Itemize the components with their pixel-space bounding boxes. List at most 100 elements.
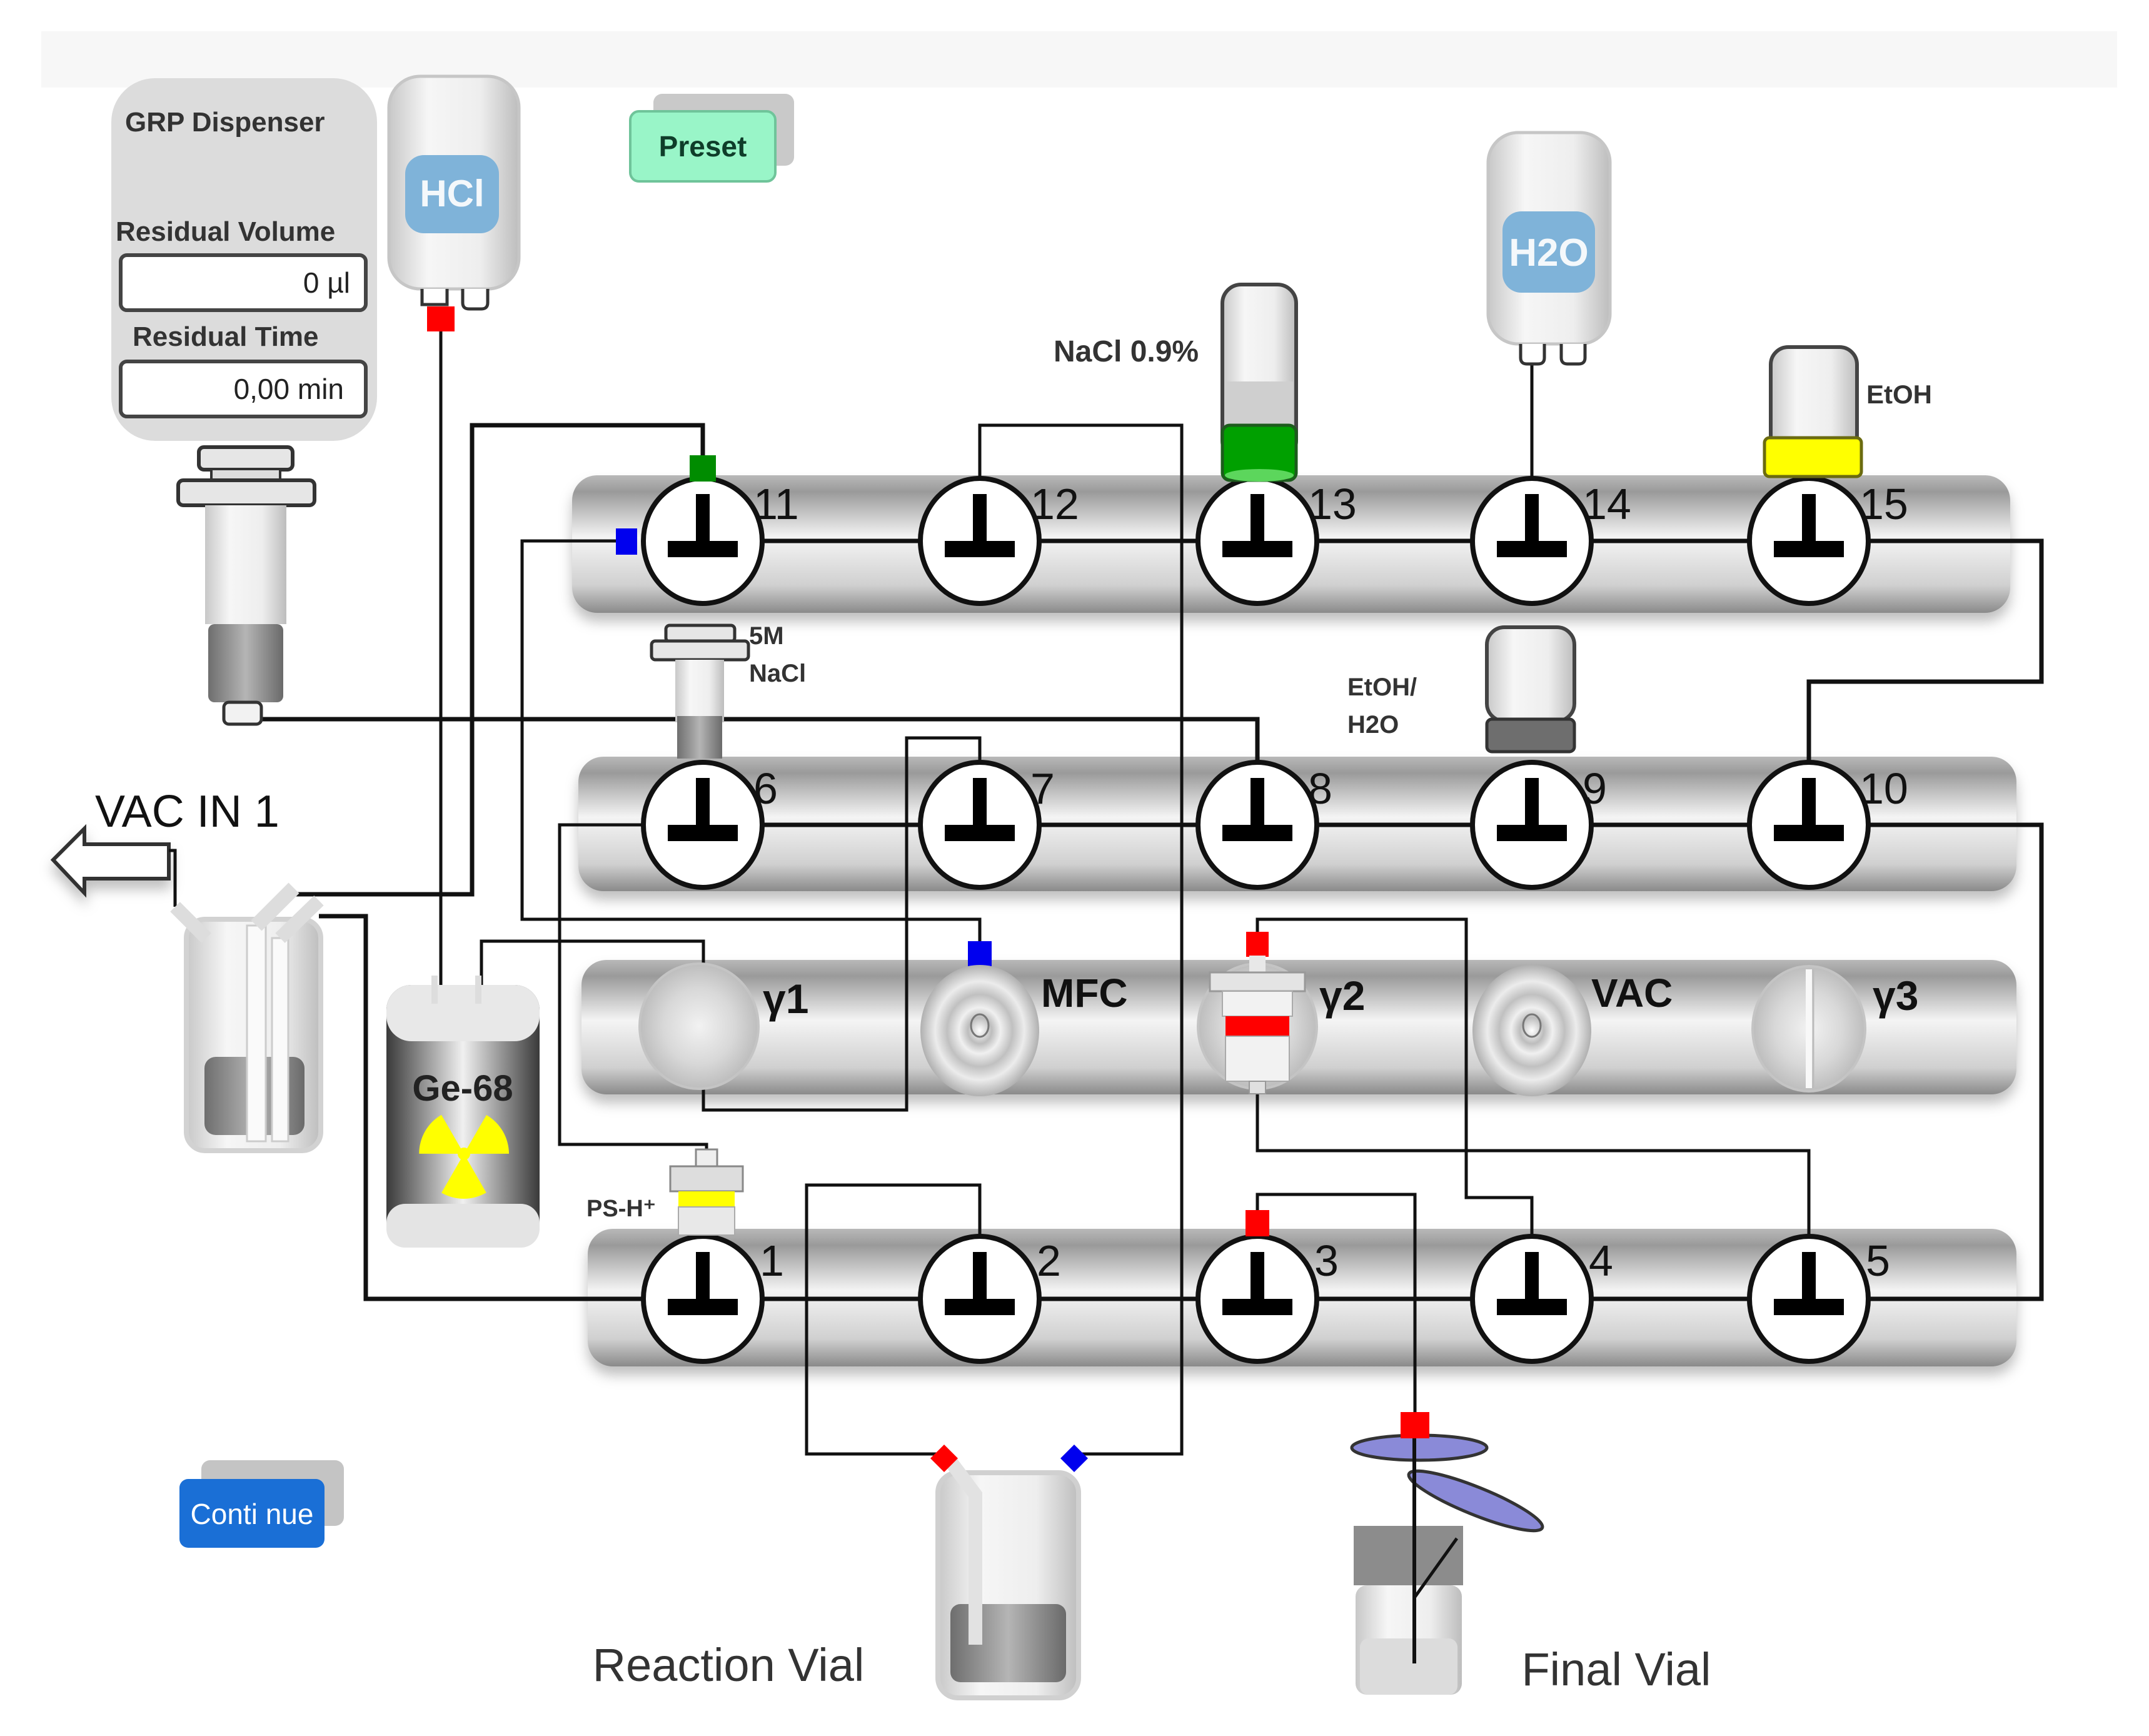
nacl-09-label: NaCl 0.9% <box>1054 335 1199 368</box>
etoh-label: EtOH <box>1866 380 1932 409</box>
valve-13[interactable] <box>1195 476 1319 606</box>
valve-number-15: 15 <box>1860 480 1908 528</box>
valve-t-bar-icon <box>1222 1299 1292 1315</box>
gamma-detector-3: γ3 <box>1751 965 1918 1093</box>
continue-button-label: Conti nue <box>191 1498 314 1530</box>
hcl-label: HCl <box>420 173 484 214</box>
valve-4[interactable] <box>1470 1234 1594 1364</box>
valve-5[interactable] <box>1747 1234 1871 1364</box>
valve-15[interactable] <box>1747 476 1871 606</box>
valve-number-8: 8 <box>1308 764 1332 813</box>
valve-1[interactable] <box>641 1234 765 1364</box>
valve-t-stem-icon <box>696 778 710 828</box>
valve-t-bar-icon <box>1222 825 1292 841</box>
valve-t-stem-icon <box>1525 778 1539 828</box>
valve-t-stem-icon <box>973 1252 987 1302</box>
valve-t-bar-icon <box>1222 541 1292 557</box>
connector-red-hcl <box>427 306 455 331</box>
valve-t-bar-icon <box>945 1299 1015 1315</box>
valve-t-stem-icon <box>1525 494 1539 544</box>
valve-10[interactable] <box>1747 760 1871 890</box>
vac-in-label: VAC IN 1 <box>95 787 279 837</box>
valve-t-bar-icon <box>945 825 1015 841</box>
valve-7[interactable] <box>918 760 1042 890</box>
residual-volume-label: Residual Volume <box>116 216 335 247</box>
mfc-label: MFC <box>1041 971 1128 1016</box>
nacl-5m-syringe-icon: 5M NaCl <box>650 622 806 759</box>
dispenser-syringe-icon <box>176 445 316 726</box>
valve-9[interactable] <box>1470 760 1594 890</box>
valve-3[interactable] <box>1195 1234 1319 1364</box>
h2o-label: H2O <box>1509 231 1588 275</box>
ps-h-label: PS-H⁺ <box>586 1196 656 1222</box>
valve-t-stem-icon <box>973 778 987 828</box>
connector-blue-mfc <box>968 941 992 967</box>
gamma2-label: γ2 <box>1319 972 1365 1019</box>
valve-t-stem-icon <box>1251 494 1264 544</box>
h2o-bottle-icon: H2O <box>1486 131 1612 366</box>
vac-in-arrow-icon[interactable]: VAC IN 1 <box>50 787 279 907</box>
valve-t-bar-icon <box>1497 541 1567 557</box>
valve-t-stem-icon <box>1251 778 1264 828</box>
valve-number-2: 2 <box>1037 1236 1061 1285</box>
valve-t-bar-icon <box>668 1299 738 1315</box>
etoh-h2o-vial-icon: EtOH/ H2O <box>1347 625 1576 754</box>
valve-numbers: 11 12 13 14 15 6 7 8 9 10 1 2 3 4 5 <box>753 480 1908 1285</box>
ge68-generator-icon: Ge-68 <box>386 976 540 1248</box>
connector-red-valve3 <box>1246 1210 1269 1236</box>
valve-12[interactable] <box>918 476 1042 606</box>
waste-vial-icon <box>170 882 324 1153</box>
valve-t-stem-icon <box>1251 1252 1264 1302</box>
residual-volume-value: 0 µl <box>303 266 350 299</box>
valve-number-12: 12 <box>1030 480 1079 528</box>
valve-t-bar-icon <box>1774 825 1844 841</box>
valve-14[interactable] <box>1470 476 1594 606</box>
valve-t-stem-icon <box>1802 1252 1816 1302</box>
residual-volume-field[interactable]: 0 µl <box>119 253 368 312</box>
residual-time-field[interactable]: 0,00 min <box>119 360 368 418</box>
valve-number-7: 7 <box>1030 764 1055 813</box>
valve-t-stem-icon <box>696 1252 710 1302</box>
valve-t-bar-icon <box>1774 1299 1844 1315</box>
etoh-vial-icon: EtOH <box>1763 345 1932 478</box>
ps-h-cartridge-icon: PS-H⁺ <box>586 1148 744 1236</box>
valve-number-3: 3 <box>1314 1236 1339 1285</box>
valve-number-5: 5 <box>1866 1236 1890 1285</box>
etoh-h2o-label-1: EtOH/ <box>1347 674 1417 701</box>
grp-dispenser-panel: GRP Dispenser Residual Volume 0 µl Resid… <box>111 78 377 441</box>
valve-number-1: 1 <box>760 1236 784 1285</box>
preset-button-label: Preset <box>659 130 747 163</box>
valve-number-9: 9 <box>1583 764 1607 813</box>
vac-label: VAC <box>1591 971 1673 1016</box>
preset-button[interactable]: Preset <box>629 94 794 183</box>
valve-8[interactable] <box>1195 760 1319 890</box>
nacl-09-vial-icon: NaCl 0.9% <box>1054 283 1298 482</box>
valve-6[interactable] <box>641 760 765 890</box>
etoh-h2o-label-2: H2O <box>1347 711 1399 739</box>
connector-green <box>690 455 716 482</box>
valve-t-stem-icon <box>973 494 987 544</box>
final-vial-icon: Final Vial <box>1350 1412 1711 1695</box>
gamma-detector-1: γ1 <box>638 962 808 1090</box>
valve-t-stem-icon <box>1802 778 1816 828</box>
valve-t-stem-icon <box>1525 1252 1539 1302</box>
dispenser-title: GRP Dispenser <box>125 107 325 138</box>
valve-number-6: 6 <box>753 764 778 813</box>
final-vial-label: Final Vial <box>1521 1643 1711 1695</box>
valve-number-13: 13 <box>1308 480 1357 528</box>
hcl-bottle-icon: HCl <box>387 74 521 311</box>
valve-11[interactable] <box>641 476 765 606</box>
valve-2[interactable] <box>918 1234 1042 1364</box>
valve-t-bar-icon <box>1774 541 1844 557</box>
gamma1-label: γ1 <box>763 976 808 1022</box>
valve-t-bar-icon <box>1497 1299 1567 1315</box>
continue-button[interactable]: Conti nue <box>179 1460 344 1548</box>
connector-blue <box>616 528 637 555</box>
valve-t-stem-icon <box>1802 494 1816 544</box>
valve-number-11: 11 <box>753 480 799 528</box>
reaction-vial-icon: Reaction Vial <box>593 1445 1088 1700</box>
valve-t-bar-icon <box>668 541 738 557</box>
gamma3-label: γ3 <box>1873 972 1918 1019</box>
mass-flow-controller: MFC <box>920 965 1128 1096</box>
